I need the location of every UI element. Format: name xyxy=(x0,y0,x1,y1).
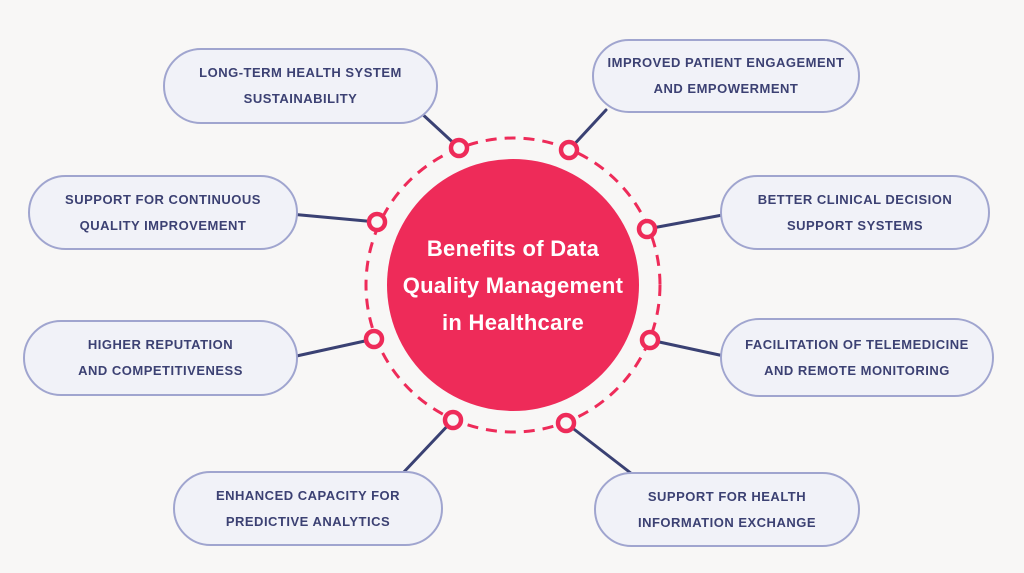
spoke-left-upper xyxy=(288,212,379,224)
node-label-line1: SUPPORT FOR HEALTH xyxy=(647,488,807,504)
node-better-clinical-decision-support: BETTER CLINICAL DECISION SUPPORT SYSTEMS xyxy=(720,175,990,250)
connector-ring-left-lower xyxy=(363,328,385,350)
connector-ring-left-upper xyxy=(366,211,388,233)
node-label-line1: SUPPORT FOR CONTINUOUS xyxy=(65,191,261,207)
node-label-line1: FACILITATION OF TELEMEDICINE xyxy=(745,336,969,352)
hub-title-line3: in Healthcare xyxy=(441,309,585,335)
node-long-term-health-system-sustainability: LONG-TERM HEALTH SYSTEM SUSTAINABILITY xyxy=(163,48,438,124)
connector-ring-right-lower xyxy=(639,329,661,351)
node-support-continuous-quality-improvement: SUPPORT FOR CONTINUOUS QUALITY IMPROVEME… xyxy=(28,175,298,250)
connector-ring-top-right xyxy=(558,139,580,161)
spoke-right-lower xyxy=(648,338,726,358)
connector-rings xyxy=(363,137,661,434)
hub-title: Benefits of Data Quality Management in H… xyxy=(353,213,673,357)
node-label-line1: BETTER CLINICAL DECISION xyxy=(757,191,953,207)
spoke-right-upper xyxy=(645,212,730,231)
hub-title-line1: Benefits of Data xyxy=(426,235,600,261)
node-label-line2: AND COMPETITIVENESS xyxy=(78,363,243,378)
node-label-line2: AND REMOTE MONITORING xyxy=(764,362,950,378)
node-facilitation-telemedicine-remote-monitoring: FACILITATION OF TELEMEDICINE AND REMOTE … xyxy=(720,318,994,397)
node-label-line2: PREDICTIVE ANALYTICS xyxy=(225,513,391,529)
node-higher-reputation-competitiveness: HIGHER REPUTATION AND COMPETITIVENESS xyxy=(23,320,298,396)
connector-ring-bottom-right xyxy=(555,412,577,434)
node-support-health-information-exchange: SUPPORT FOR HEALTH INFORMATION EXCHANGE xyxy=(594,472,860,547)
connector-ring-bottom-left xyxy=(442,409,464,431)
node-label-line1: HIGHER REPUTATION xyxy=(87,337,234,352)
node-label-line2: AND EMPOWERMENT xyxy=(653,81,799,96)
node-improved-patient-engagement: IMPROVED PATIENT ENGAGEMENT AND EMPOWERM… xyxy=(592,39,860,113)
node-label-line1: LONG-TERM HEALTH SYSTEM xyxy=(199,65,402,80)
hub-title-line2: Quality Management xyxy=(402,272,624,298)
node-enhanced-capacity-predictive-analytics: ENHANCED CAPACITY FOR PREDICTIVE ANALYTI… xyxy=(173,471,443,546)
hub-circle xyxy=(387,159,639,411)
dashed-orbit-ring xyxy=(364,136,662,434)
connector-ring-top-left xyxy=(448,137,470,159)
node-label-line2: SUPPORT SYSTEMS xyxy=(786,217,924,233)
node-label-line1: ENHANCED CAPACITY FOR xyxy=(215,487,401,503)
connector-ring-right-upper xyxy=(636,218,658,240)
spoke-left-lower xyxy=(290,337,376,359)
node-label-line1: IMPROVED PATIENT ENGAGEMENT xyxy=(607,55,845,70)
spoke-bottom-left xyxy=(400,418,455,476)
node-label-line2: SUSTAINABILITY xyxy=(243,91,358,106)
node-label-line2: INFORMATION EXCHANGE xyxy=(637,514,817,530)
node-label-line2: QUALITY IMPROVEMENT xyxy=(79,217,247,233)
spoke-bottom-right xyxy=(564,421,634,476)
